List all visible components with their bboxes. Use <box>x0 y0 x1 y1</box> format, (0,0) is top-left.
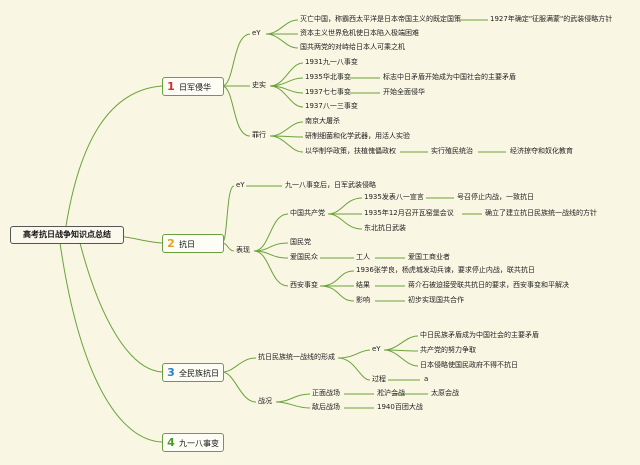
branch-4-label: 九一八事变 <box>179 439 219 448</box>
branch-4[interactable]: 4 九一八事变 <box>162 433 224 452</box>
b3-war[interactable]: 战况 <box>258 397 272 405</box>
b1-cause-item[interactable]: 灭亡中国，称霸西太平洋是日本帝国主义的既定国策 <box>300 15 461 23</box>
b2-xian-note[interactable]: 蒋介石被迫接受联共抗日的要求，西安事变和平解决 <box>408 281 569 289</box>
branch-1-label: 日军侵华 <box>179 83 211 92</box>
b2-cpc-item[interactable]: 1935发表八一宣言 <box>364 193 424 201</box>
b1-history-item[interactable]: 1937八一三事变 <box>305 102 358 110</box>
b3-front-item[interactable]: 淞沪会战 <box>377 389 405 397</box>
b3-process[interactable]: 过程 <box>372 375 386 383</box>
b2-ey-item[interactable]: 九一八事变后，日军武装侵略 <box>285 181 376 189</box>
b2-masses-item[interactable]: 爱国工商业者 <box>408 253 450 261</box>
b2-perf[interactable]: 表现 <box>236 246 250 254</box>
b2-kmt[interactable]: 国民党 <box>290 238 311 246</box>
b2-masses-item[interactable]: 工人 <box>356 253 370 261</box>
b2-cpc[interactable]: 中国共产党 <box>290 209 325 217</box>
b1-history-item[interactable]: 1931九一八事变 <box>305 58 358 66</box>
b1-crime-item[interactable]: 以华制华政策，扶植傀儡政权 <box>305 147 396 155</box>
branch-1[interactable]: 1 日军侵华 <box>162 77 224 96</box>
b3-process-note[interactable]: a <box>424 375 429 383</box>
b3-front[interactable]: 抗日民族统一战线的形成 <box>258 353 335 361</box>
b2-cpc-item[interactable]: 东北抗日武装 <box>364 224 406 232</box>
b1-crime-note[interactable]: 经济掠夺和奴化教育 <box>510 147 573 155</box>
b1-history-note[interactable]: 开始全面侵华 <box>383 88 425 96</box>
branch-2-number: 2 <box>167 237 175 250</box>
b1-crime-item[interactable]: 研制细菌和化学武器，用活人实验 <box>305 132 410 140</box>
b2-xian-note[interactable]: 初步实现国共合作 <box>408 296 464 304</box>
b3-ey-item[interactable]: 中日民族矛盾成为中国社会的主要矛盾 <box>420 331 539 339</box>
b3-rear-item[interactable]: 1940百团大战 <box>377 403 423 411</box>
b3-rear-war[interactable]: 敌后战场 <box>312 403 340 411</box>
b2-xian[interactable]: 西安事变 <box>290 281 318 289</box>
branch-4-number: 4 <box>167 436 175 449</box>
b1-history[interactable]: 史实 <box>252 81 266 89</box>
b1-cause-item[interactable]: 国共两党的对峙给日本人可乘之机 <box>300 43 405 51</box>
b1-history-item[interactable]: 1937七七事变 <box>305 88 351 96</box>
branch-2-label: 抗日 <box>179 240 195 249</box>
root-topic[interactable]: 高考抗日战争知识点总结 <box>10 226 124 244</box>
b2-ey[interactable]: eY <box>236 181 245 189</box>
b2-cpc-note[interactable]: 确立了建立抗日民族统一战线的方针 <box>485 209 597 217</box>
b1-history-note[interactable]: 标志中日矛盾开始成为中国社会的主要矛盾 <box>383 73 516 81</box>
b1-crime[interactable]: 罪行 <box>252 131 266 139</box>
b2-xian-item[interactable]: 结果 <box>356 281 370 289</box>
b3-front-item[interactable]: 太原会战 <box>431 389 459 397</box>
b2-cpc-item[interactable]: 1935年12月召开瓦窑堡会议 <box>364 209 454 217</box>
branch-2[interactable]: 2 抗日 <box>162 234 224 253</box>
b1-cause-note[interactable]: 1927年确定"征服满蒙"的武装侵略方针 <box>490 15 613 23</box>
b3-ey[interactable]: eY <box>372 345 381 353</box>
b1-history-item[interactable]: 1935华北事变 <box>305 73 351 81</box>
b3-ey-item[interactable]: 日本侵略使国民政府不得不抗日 <box>420 361 518 369</box>
b1-crime-item[interactable]: 南京大屠杀 <box>305 117 340 125</box>
b2-masses[interactable]: 爱国民众 <box>290 253 318 261</box>
branch-3[interactable]: 3 全民族抗日 <box>162 363 224 382</box>
b1-cause[interactable]: eY <box>252 29 261 37</box>
b2-xian-item[interactable]: 影响 <box>356 296 370 304</box>
branch-3-number: 3 <box>167 366 175 379</box>
b2-cpc-note[interactable]: 号召停止内战，一致抗日 <box>457 193 534 201</box>
b3-front-war[interactable]: 正面战场 <box>312 389 340 397</box>
b3-ey-item[interactable]: 共产党的努力争取 <box>420 346 476 354</box>
b1-cause-item[interactable]: 资本主义世界危机使日本陷入极端困难 <box>300 29 419 37</box>
b1-crime-note[interactable]: 实行殖民统治 <box>431 147 473 155</box>
branch-3-label: 全民族抗日 <box>179 369 219 378</box>
b2-xian-item[interactable]: 1936张学良，杨虎城发动兵谏，要求停止内战，联共抗日 <box>356 266 535 274</box>
branch-1-number: 1 <box>167 80 175 93</box>
